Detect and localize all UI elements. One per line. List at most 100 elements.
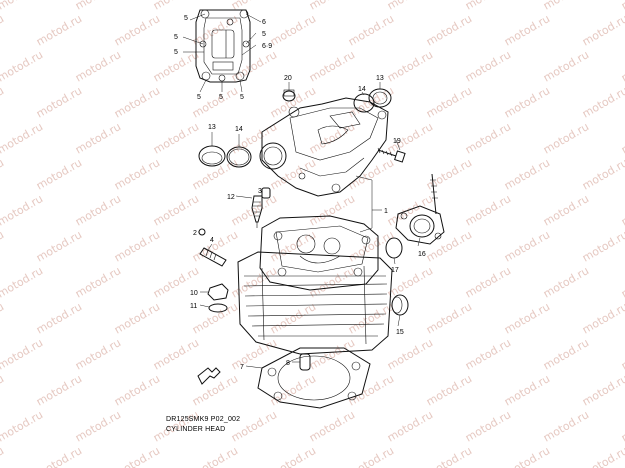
- watermark-text: motod.ru: [0, 264, 45, 300]
- watermark-text: motod.ru: [73, 48, 123, 84]
- watermark-text: motod.ru: [190, 156, 240, 192]
- watermark-text: motod.ru: [34, 84, 84, 120]
- watermark-text: motod.ru: [502, 300, 552, 336]
- watermark-text: motod.ru: [73, 0, 123, 13]
- watermark-text: motod.ru: [0, 120, 45, 156]
- callout-16: 16: [418, 251, 426, 258]
- dowel-and-stud: [198, 228, 227, 267]
- watermark-text: motod.ru: [307, 192, 357, 228]
- callout-5: 5: [240, 94, 244, 101]
- watermark-text: motod.ru: [190, 300, 240, 336]
- diagram-code: DR125SMK9 P02_002: [166, 416, 241, 423]
- callout-6-9: 6·9: [262, 43, 272, 50]
- watermark-text: motod.ru: [151, 192, 201, 228]
- watermark-text: motod.ru: [541, 336, 591, 372]
- watermark-text: motod.ru: [580, 228, 625, 264]
- callouts: 5 5 5 6 5 6·9 5 5 5 20 13 14 13 14 19 12…: [174, 15, 426, 371]
- watermark-text: motod.ru: [385, 408, 435, 444]
- callout-17: 17: [391, 267, 399, 274]
- watermark-text: motod.ru: [0, 336, 45, 372]
- watermark-text: motod.ru: [268, 372, 318, 408]
- watermark-text: motod.ru: [112, 228, 162, 264]
- watermark-text: motod.ru: [502, 84, 552, 120]
- watermark-text: motod.ru: [619, 264, 625, 300]
- watermark-text: motod.ru: [307, 0, 357, 13]
- callout-10: 10: [190, 290, 198, 297]
- watermark-text: motod.ru: [307, 408, 357, 444]
- callout-4: 4: [210, 237, 214, 244]
- callout-13: 13: [208, 124, 216, 131]
- callout-15: 15: [396, 329, 404, 336]
- callout-14: 14: [358, 86, 366, 93]
- watermark-text: motod.ru: [268, 12, 318, 48]
- dowel-pin-3: [261, 187, 271, 199]
- cylinder-base-gasket: [257, 347, 371, 409]
- watermark-text: motod.ru: [0, 192, 45, 228]
- watermark-text: motod.ru: [0, 0, 45, 13]
- front-direction-arrow: [197, 367, 221, 385]
- watermark-text: motod.ru: [34, 444, 84, 468]
- watermark-text: motod.ru: [541, 408, 591, 444]
- watermark-text: motod.ru: [346, 444, 396, 468]
- watermark-text: motod.ru: [190, 84, 240, 120]
- watermark-text: motod.ru: [151, 0, 201, 13]
- watermark-text: motod.ru: [424, 12, 474, 48]
- watermark-text: motod.ru: [541, 264, 591, 300]
- callout-6: 6: [262, 19, 266, 26]
- watermark-text: motod.ru: [385, 0, 435, 13]
- callout-12: 12: [227, 194, 235, 201]
- watermark-text: motod.ru: [463, 48, 513, 84]
- callout-1: 1: [384, 208, 388, 215]
- watermark-text: motod.ru: [541, 0, 591, 13]
- watermark-text: motod.ru: [424, 300, 474, 336]
- camshaft-housing: [259, 97, 389, 197]
- watermark-text: motod.ru: [502, 444, 552, 468]
- watermark-text: motod.ru: [0, 228, 6, 264]
- watermark-text: motod.ru: [541, 192, 591, 228]
- inset-leaders: [182, 13, 262, 93]
- watermark-text: motod.ru: [385, 48, 435, 84]
- callout-5: 5: [184, 15, 188, 22]
- o-ring-17: [385, 237, 403, 259]
- watermark-text: motod.ru: [73, 192, 123, 228]
- watermark-text: motod.ru: [0, 444, 6, 468]
- watermark-text: motod.ru: [307, 336, 357, 372]
- watermark-text: motod.ru: [502, 228, 552, 264]
- callout-14: 14: [235, 126, 243, 133]
- watermark-text: motod.ru: [502, 372, 552, 408]
- watermark-text: motod.ru: [34, 300, 84, 336]
- callout-8: 8: [286, 360, 290, 367]
- watermark-text: motod.ru: [0, 156, 6, 192]
- watermark-text: motod.ru: [619, 408, 625, 444]
- bracket-1: [355, 175, 382, 233]
- watermark-text: motod.ru: [229, 408, 279, 444]
- watermark-text: motod.ru: [424, 84, 474, 120]
- watermark-text: motod.ru: [424, 156, 474, 192]
- watermark-text: motod.ru: [112, 12, 162, 48]
- watermark-text: motod.ru: [0, 408, 45, 444]
- diagram-title: CYLINDER HEAD: [166, 426, 226, 433]
- watermark-text: motod.ru: [385, 336, 435, 372]
- watermark-text: motod.ru: [346, 12, 396, 48]
- watermark-text: motod.ru: [424, 444, 474, 468]
- nut-and-washer: [207, 283, 229, 313]
- watermark-text: motod.ru: [229, 48, 279, 84]
- watermark-text: motod.ru: [268, 84, 318, 120]
- callout-5: 5: [174, 34, 178, 41]
- watermark-text: motod.ru: [34, 12, 84, 48]
- callout-5: 5: [262, 31, 266, 38]
- head-cover-top-view: [195, 9, 251, 83]
- watermark-text: motod.ru: [34, 156, 84, 192]
- watermark-text: motod.ru: [112, 372, 162, 408]
- watermark-text: motod.ru: [34, 372, 84, 408]
- watermark-text: motod.ru: [34, 228, 84, 264]
- callout-13: 13: [376, 75, 384, 82]
- watermark-text: motod.ru: [73, 408, 123, 444]
- cap-15: [391, 294, 409, 316]
- watermark-text: motod.ru: [268, 444, 318, 468]
- watermark-text: motod.ru: [112, 444, 162, 468]
- callout-19: 19: [393, 138, 401, 145]
- callout-2: 2: [193, 230, 197, 237]
- watermark-text: motod.ru: [580, 444, 625, 468]
